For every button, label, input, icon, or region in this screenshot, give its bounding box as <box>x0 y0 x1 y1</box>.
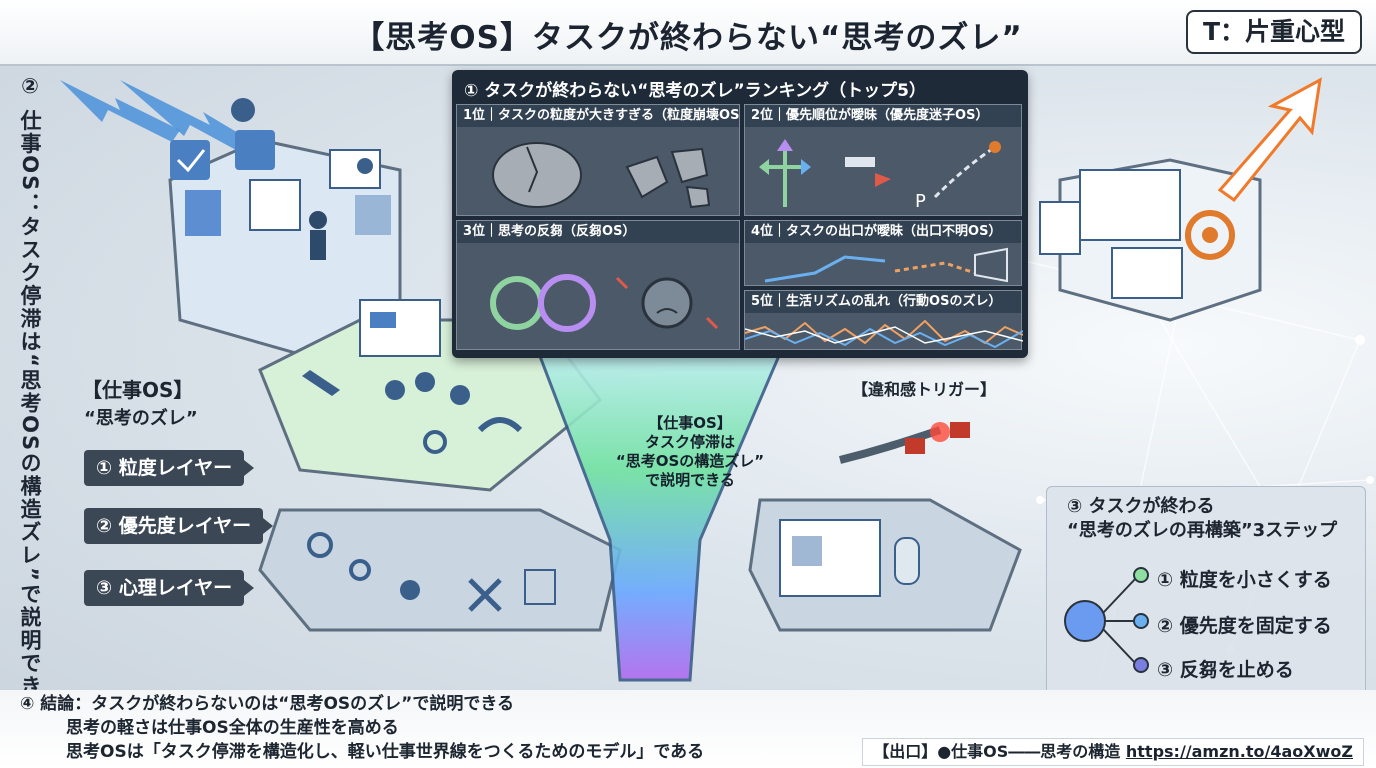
database-icon <box>894 537 920 585</box>
conclusion: ④ 結論：タスクが終わらないのは“思考OSのズレ”で説明できる 思考の軽さは仕事… <box>20 692 704 764</box>
tools-icon <box>468 578 502 612</box>
wrench-icon <box>302 370 340 396</box>
ranking-title: ① タスクが終わらない“思考のズレ”ランキング（トップ5） <box>464 81 926 101</box>
rank-item-3: 3位｜思考の反芻（反芻OS） <box>456 220 740 350</box>
source-box: 【出口】●仕事OS――思考の構造 https://amzn.to/4aoXwoZ <box>862 738 1364 766</box>
rank-item-label: 3位｜思考の反芻（反芻OS） <box>457 221 739 243</box>
steps-tree-icon <box>1064 567 1149 673</box>
gear-board-icon <box>249 179 301 231</box>
rank-item-label: 4位｜タスクの出口が曖昧（出口不明OS） <box>745 221 1021 243</box>
steps-title: ③ タスクが終わる “思考のズレの再構築”3ステップ <box>1067 495 1337 543</box>
goal-platform <box>1039 77 1322 322</box>
chart-doc-icon <box>329 149 381 189</box>
spark-icon <box>930 422 950 442</box>
report-window-icon <box>1111 247 1183 299</box>
gift-box-icon <box>524 569 556 605</box>
layer-label: ③ 心理レイヤー <box>84 570 255 606</box>
person-icon <box>385 380 405 400</box>
rank-item-4: 4位｜タスクの出口が曖昧（出口不明OS） <box>744 220 1022 286</box>
rank-item-label: 5位｜生活リズムの乱れ（行動OSのズレ） <box>745 291 1021 313</box>
funnel-caption-line: タスク停滞は <box>644 433 735 451</box>
os-heading: 【仕事OS】 <box>82 378 194 402</box>
funnel-caption-line: で説明できる <box>645 471 735 489</box>
step-item: ③ 反芻を止める <box>1157 659 1294 681</box>
source-prefix: 【出口】●仕事OS――思考の構造 <box>873 742 1121 761</box>
ranking-panel: ① タスクが終わらない“思考のズレ”ランキング（トップ5） 1位｜タスクの粒度が… <box>452 70 1028 358</box>
type-badge: T：片重心型 <box>1186 10 1362 54</box>
plug-icon <box>950 422 970 438</box>
dashboard-window-icon <box>1079 169 1181 241</box>
page-title: 【思考OS】タスクが終わらない“思考のズレ” <box>353 20 1023 56</box>
person-check-icon <box>235 130 275 170</box>
step-item: ② 優先度を固定する <box>1157 615 1332 637</box>
blue-arrow-icon <box>120 80 250 150</box>
rank-item-label: 1位｜タスクの粒度が大きすぎる（粒度崩壊OS） <box>457 105 739 127</box>
broken-rock-icon <box>492 142 711 209</box>
rank-item-5: 5位｜生活リズムの乱れ（行動OSのズレ） <box>744 290 1024 350</box>
steps-panel: ③ タスクが終わる “思考のズレの再構築”3ステップ ① 粒度を小さくする ② … <box>1046 486 1366 704</box>
title-bar <box>0 0 1376 66</box>
conclusion-line: 思考の軽さは仕事OS全体の生産性を高める <box>66 718 399 738</box>
blue-arrow-icon <box>60 80 180 142</box>
unclear-exit-icon <box>764 247 1008 283</box>
conclusion-line: 思考OSは「タスク停滞を構造化し、軽い仕事世界線をつくるためのモデル」である <box>66 742 705 762</box>
funnel-caption: 【仕事OS】 タスク停滞は “思考OSの構造ズレ” で説明できる <box>590 414 790 490</box>
trigger-label: 【違和感トリガー】 <box>852 380 997 399</box>
layer-label: ① 粒度レイヤー <box>84 450 255 486</box>
rank-item-2: 2位｜優先順位が曖昧（優先度迷子OS） P <box>744 104 1022 216</box>
section2-vertical-label: ② 仕事OS：タスク停滞は“思考OSの構造ズレ”で説明できる <box>18 74 42 721</box>
rank-item-label: 2位｜優先順位が曖昧（優先度迷子OS） <box>745 105 1021 127</box>
rumination-loop-icon <box>490 274 719 332</box>
source-link[interactable]: https://amzn.to/4aoXwoZ <box>1125 742 1353 761</box>
person-icon <box>450 385 470 405</box>
plug-icon <box>905 438 925 454</box>
svg-text:P: P <box>915 191 926 212</box>
illustration-scene <box>60 80 1022 682</box>
step-item: ① 粒度を小さくする <box>1157 569 1332 591</box>
growth-arrow-icon <box>1217 77 1322 203</box>
checklist-icon <box>170 140 210 180</box>
document-icon <box>355 195 391 235</box>
funnel-caption-line: 【仕事OS】 <box>648 414 732 432</box>
gear-icon <box>423 430 447 454</box>
notebook-icon <box>1039 201 1081 255</box>
person-icon <box>415 372 435 392</box>
rank-item-1: 1位｜タスクの粒度が大きすぎる（粒度崩壊OS） <box>456 104 740 216</box>
rhythm-wave-icon <box>744 319 1024 349</box>
steps-title-line: “思考のズレの再構築”3ステップ <box>1067 520 1338 541</box>
target-icon <box>1185 210 1235 260</box>
steps-title-line: ③ タスクが終わる <box>1067 496 1215 517</box>
funnel-caption-line: “思考OSの構造ズレ” <box>615 452 765 470</box>
person-network-icon <box>400 580 420 600</box>
gear-icon <box>349 559 371 581</box>
browser-window-icon <box>359 299 441 357</box>
crossroad-arrows-icon: P <box>759 139 1001 212</box>
broken-link-icon <box>477 417 523 433</box>
layer-label: ② 優先度レイヤー <box>84 508 274 544</box>
os-subheading: “思考のズレ” <box>84 408 198 429</box>
document-icon <box>185 190 221 236</box>
gear-icon <box>307 532 333 558</box>
conclusion-line: ④ 結論：タスクが終わらないのは“思考OSのズレ”で説明できる <box>20 694 515 714</box>
